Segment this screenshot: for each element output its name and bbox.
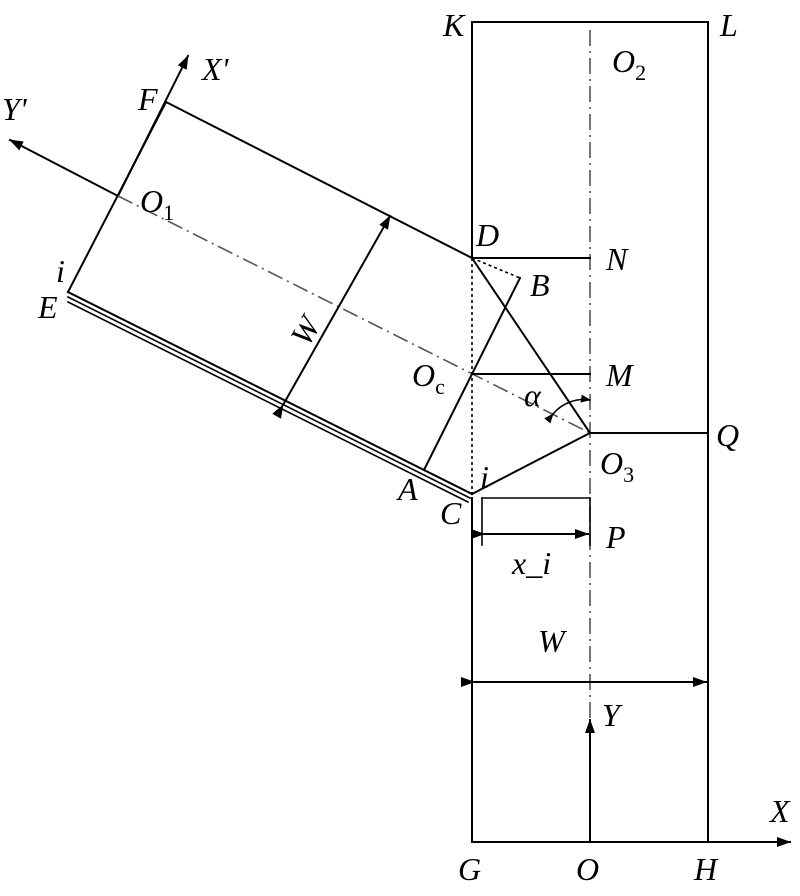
label-X: X xyxy=(768,793,791,829)
label-O: O xyxy=(576,851,599,887)
label-B: B xyxy=(530,267,550,303)
label-Y: Y xyxy=(602,697,623,733)
label-i-bottom: i xyxy=(480,459,489,495)
label-i-top: i xyxy=(56,253,65,289)
label-L: L xyxy=(719,7,738,43)
edge-FD xyxy=(164,100,474,260)
label-O2: O2 xyxy=(612,43,646,85)
axis-xprime xyxy=(116,54,190,198)
label-E: E xyxy=(37,289,58,325)
label-O3: O3 xyxy=(600,445,634,487)
point-labels: K L O2 F X' Y' O1 i E W D N B Oc M α Q O… xyxy=(2,7,791,887)
label-A: A xyxy=(396,471,418,507)
label-Oc: Oc xyxy=(412,357,445,399)
center-axis-inclined xyxy=(117,195,591,434)
label-W-rotated: W xyxy=(283,308,329,352)
label-xprime: X' xyxy=(200,51,230,87)
width-arrow-rotated xyxy=(272,214,392,419)
label-G: G xyxy=(458,851,481,887)
label-yprime: Y' xyxy=(2,91,28,127)
label-W-bottom: W xyxy=(538,623,568,659)
edge-EC-3 xyxy=(66,300,470,504)
rotated-channel xyxy=(66,100,474,504)
label-D: D xyxy=(475,217,499,253)
axis-yprime xyxy=(8,138,120,198)
label-P: P xyxy=(605,519,626,555)
edge-EC-1 xyxy=(66,290,474,496)
label-C: C xyxy=(440,495,462,531)
label-N: N xyxy=(605,241,629,277)
label-H: H xyxy=(693,851,719,887)
angle-alpha-arc xyxy=(544,394,591,424)
segment-DB-dotted xyxy=(471,257,521,279)
label-F: F xyxy=(137,81,158,117)
construction-lines xyxy=(422,256,709,546)
label-Q: Q xyxy=(716,417,739,453)
label-O1: O1 xyxy=(140,183,174,225)
label-M: M xyxy=(605,357,635,393)
label-K: K xyxy=(442,7,466,43)
label-xi: x_i xyxy=(511,545,551,581)
label-alpha: α xyxy=(524,377,542,413)
segment-CO3 xyxy=(470,431,592,496)
edge-EC-2 xyxy=(66,295,472,500)
